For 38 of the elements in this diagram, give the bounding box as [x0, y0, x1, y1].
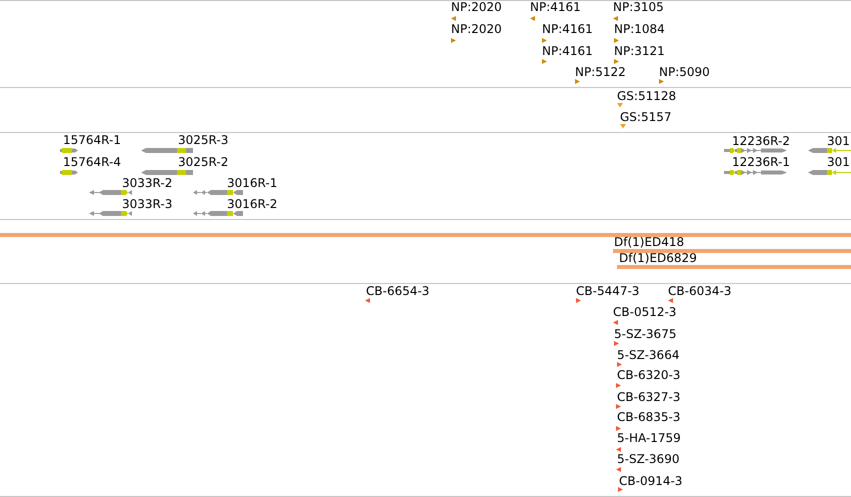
feature-label: GS:51128 [617, 90, 676, 103]
feature-label: Df(1)ED418 [614, 236, 684, 249]
feature-label: 3033R-2 [122, 177, 172, 190]
feature-label: CB-0512-3 [613, 306, 676, 319]
feature-label: 301 [827, 135, 850, 148]
feature-label: 5-SZ-3675 [614, 328, 676, 341]
feature-label: NP:1084 [614, 23, 665, 36]
feature-label: NP:2020 [451, 23, 502, 36]
feature-label: CB-6654-3 [366, 285, 430, 298]
feature-label: 3025R-2 [178, 156, 228, 169]
feature-label: CB-6034-3 [668, 285, 732, 298]
feature-label: Df(1)ED6829 [619, 252, 697, 265]
feature-label: NP:5090 [659, 66, 710, 79]
feature-label: CB-6835-3 [617, 411, 680, 424]
feature-label: NP:3121 [614, 45, 665, 58]
feature-label: CB-6320-3 [617, 369, 680, 382]
feature-label: CB-0914-3 [619, 475, 682, 488]
feature-label: GS:5157 [620, 111, 672, 124]
feature-label: NP:3105 [613, 1, 664, 14]
feature-label: NP:2020 [451, 1, 502, 14]
feature-label: CB-5447-3 [576, 285, 640, 298]
feature-label: 3016R-1 [227, 177, 278, 190]
feature-label: 3016R-2 [227, 198, 278, 211]
feature-label: 12236R-1 [732, 156, 790, 169]
feature-label: 5-HA-1759 [617, 432, 681, 445]
feature-label: 301 [827, 156, 850, 169]
feature-label: NP:4161 [542, 45, 593, 58]
feature-label: 15764R-1 [63, 134, 121, 147]
feature-label: NP:5122 [575, 66, 626, 79]
feature-label: NP:4161 [542, 23, 593, 36]
feature-label: 3033R-3 [122, 198, 172, 211]
feature-label: 5-SZ-3690 [617, 453, 680, 466]
feature-label: 12236R-2 [732, 135, 790, 148]
feature-label: 5-SZ-3664 [617, 349, 680, 362]
feature-label: CB-6327-3 [617, 391, 680, 404]
feature-label: 15764R-4 [63, 156, 121, 169]
feature-label: NP:4161 [530, 1, 581, 14]
feature-label: 3025R-3 [178, 134, 228, 147]
